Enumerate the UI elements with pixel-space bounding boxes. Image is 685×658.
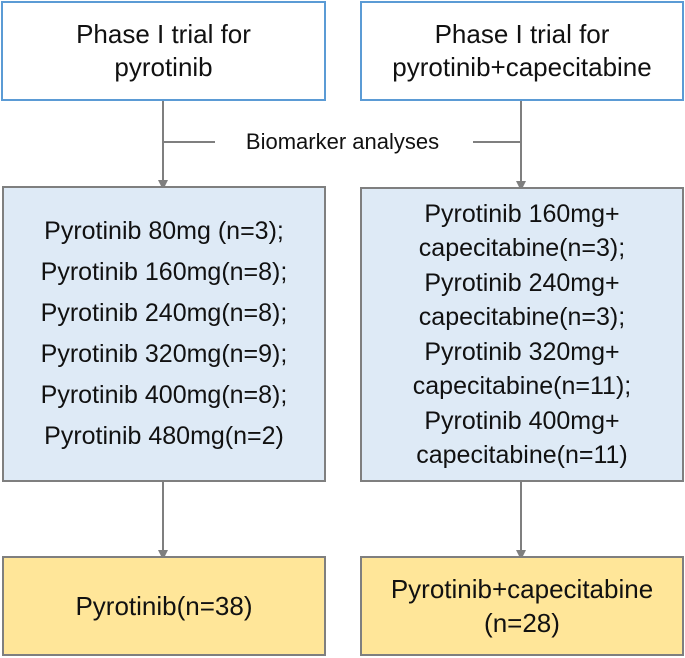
box-line: Pyrotinib(n=38) xyxy=(75,591,253,621)
box-line: Pyrotinib+capecitabine xyxy=(390,574,654,604)
dose-group-line: Pyrotinib 320mg+ xyxy=(424,337,620,366)
box-line: (n=28) xyxy=(484,608,560,638)
dose-group: Pyrotinib 480mg(n=2) xyxy=(44,422,284,450)
dose-group-line: capecitabine(n=11) xyxy=(416,441,628,469)
dose-group: Pyrotinib 240mg(n=8); xyxy=(40,299,288,327)
dose-group-line: Pyrotinib 400mg+ xyxy=(424,406,620,435)
dose-group-line: Pyrotinib 160mg+ xyxy=(424,199,620,228)
box-line: pyrotinib+capecitabine xyxy=(392,52,652,82)
box-line: Phase I trial for xyxy=(434,19,610,49)
dose-group-line: capecitabine(n=11); xyxy=(412,372,632,400)
combination-trial-box: Phase I trial for pyrotinib+capecitabine xyxy=(360,1,684,101)
dose-group-line: capecitabine(n=3); xyxy=(418,303,626,331)
biomarker-analyses-label: Biomarker analyses xyxy=(225,127,460,157)
pyrotinib-trial-box: Phase I trial for pyrotinib xyxy=(1,1,326,101)
pyrotinib-dose-groups-box: Pyrotinib 80mg (n=3); Pyrotinib 160mg(n=… xyxy=(2,186,326,482)
combination-total-box: Pyrotinib+capecitabine (n=28) xyxy=(360,556,684,656)
dose-group: Pyrotinib 400mg(n=8); xyxy=(40,381,288,409)
dose-group-line: Pyrotinib 240mg+ xyxy=(424,268,620,297)
dose-group: Pyrotinib 80mg (n=3); xyxy=(44,217,284,245)
dose-group: Pyrotinib 320mg(n=9); xyxy=(40,340,288,368)
pyrotinib-total-box: Pyrotinib(n=38) xyxy=(2,556,326,656)
box-line: pyrotinib xyxy=(114,52,213,82)
box-line: Phase I trial for xyxy=(76,19,251,49)
combination-dose-groups-box: Pyrotinib 160mg+ capecitabine(n=3); Pyro… xyxy=(360,187,684,482)
dose-group-line: capecitabine(n=3); xyxy=(418,234,626,262)
dose-group: Pyrotinib 160mg(n=8); xyxy=(40,258,288,286)
